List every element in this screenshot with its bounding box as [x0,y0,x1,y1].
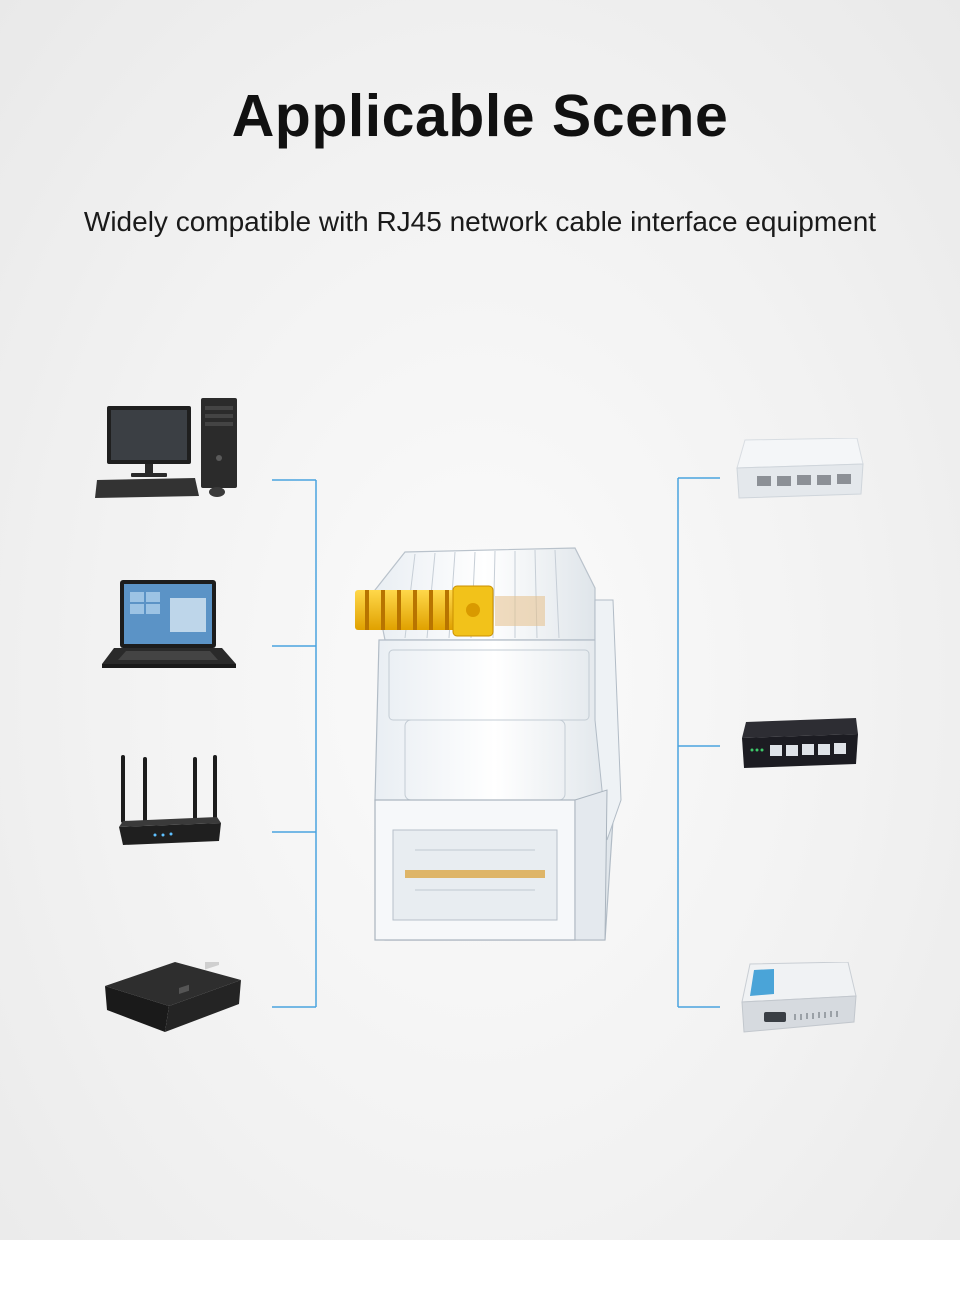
white-network-switch-icon [736,438,864,499]
connection-lines [272,477,720,1008]
laptop-icon [102,580,236,668]
network-server-icon [741,962,857,1033]
set-top-box-icon [105,962,241,1032]
rj45-connector-icon [355,547,622,941]
desktop-computer-icon [95,398,237,498]
black-network-switch-icon [742,718,858,768]
wifi-router-icon [119,755,221,845]
footer-band [0,1240,960,1289]
page-title: Applicable Scene [231,83,729,149]
page-subtitle: Widely compatible with RJ45 network cabl… [83,206,877,237]
